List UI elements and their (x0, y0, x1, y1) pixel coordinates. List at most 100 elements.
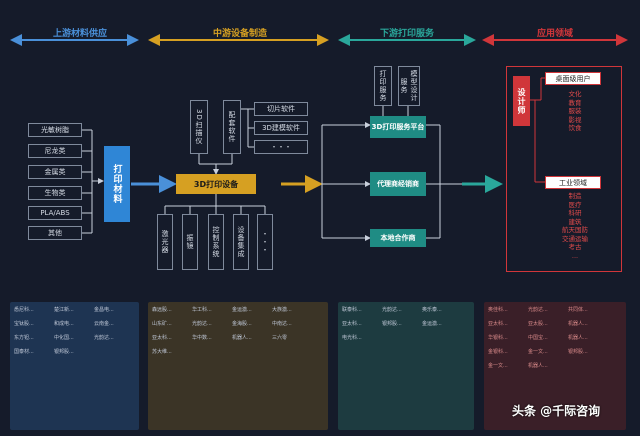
industrial-item: 制造 (568, 192, 582, 200)
company-item: 金昌电... (94, 307, 114, 313)
scanner-box: 3D扫描仪 (190, 100, 208, 154)
model-design-service-box: 模型设计服务 (398, 66, 420, 106)
company-item: 中南达... (272, 321, 292, 327)
company-item: 悉尼科... (14, 307, 34, 313)
industrial-item: 航天国防 (562, 226, 588, 234)
header-application: 应用领域 (536, 29, 573, 39)
company-item: 森远股... (152, 307, 172, 313)
midstream-companies-panel: 森远股... 华工科... 金运激... 大族激... 山东矿... 光韵达... 金海股… (148, 302, 328, 430)
industrial-item: 交通运输 (562, 234, 588, 243)
company-item: 共同体... (568, 307, 588, 313)
company-item: 银邦股... (568, 349, 588, 355)
company-item: 光韵达... (528, 307, 548, 313)
software-item: ・・・ (254, 140, 308, 154)
material-item: 金属类 (28, 165, 82, 179)
company-item: 联泰科... (342, 307, 362, 313)
component-item: 设备集成 (233, 214, 249, 270)
company-list: 奥佳科... 光韵达... 共同体... 亚太科... 亚太股... 机器人... 华银… (484, 302, 626, 378)
company-list: 森远股... 华工科... 金运激... 大族激... 山东矿... 光韵达... 金海股… (148, 302, 328, 364)
upstream-companies-panel: 悉尼科... 楚江新... 金昌电... 宝钛股... 和成电... 云南金... 东方… (10, 302, 139, 430)
company-item: 国泰材... (14, 349, 34, 355)
desktop-item: 服装 (568, 107, 582, 115)
company-item: 光韵达... (192, 321, 212, 327)
company-item: 宝钛股... (14, 321, 34, 327)
company-item: 东方钽... (14, 335, 34, 341)
downstream-companies-panel: 联泰科... 光韵达... 奥乐泰... 亚太科... 银邦股... 金运激... 电光… (338, 302, 474, 430)
company-item: 光韵达... (94, 335, 114, 341)
company-item: 亚太股... (528, 321, 548, 327)
industrial-items: 制造 医疗 科研 建筑 航天国防 交通运输 考古 ... (550, 192, 600, 260)
desktop-item: 教育 (568, 98, 582, 107)
industrial-item: 考古 (568, 243, 582, 251)
company-item: 华工科... (192, 307, 212, 313)
software-item: 切片软件 (254, 102, 308, 116)
component-item: 激光器 (157, 214, 173, 270)
header-downstream: 下游打印服务 (379, 29, 434, 39)
company-item: 亚太科... (152, 335, 172, 341)
company-item: 机器人... (568, 321, 588, 327)
company-item: 华银科... (488, 335, 508, 341)
company-item: 金一文... (488, 363, 508, 369)
watermark: 头条 @千际咨询 (512, 404, 601, 418)
company-item: 和成电... (54, 321, 74, 327)
industrial-box: 工业领域 (545, 176, 601, 189)
industrial-item: 医疗 (568, 200, 582, 209)
company-item: 金海股... (232, 321, 252, 327)
company-item: 大族激... (272, 307, 292, 313)
print-service-box: 打印服务 (374, 66, 392, 106)
component-item: ・・・ (257, 214, 273, 270)
component-item: 控制系统 (208, 214, 224, 270)
company-item: 机器人... (528, 363, 548, 369)
company-item: 金运激... (422, 321, 442, 327)
3d-printer-device-box: 3D打印设备 (176, 174, 256, 194)
desktop-items: 文化 教育 服装 影视 饮食 (555, 90, 595, 133)
agent-distributor-box: 代理商经销商 (370, 172, 426, 196)
company-item: 亚太科... (342, 321, 362, 327)
company-list: 悉尼科... 楚江新... 金昌电... 宝钛股... 和成电... 云南金... 东方… (10, 302, 139, 364)
desktop-item: 文化 (568, 90, 582, 98)
software-item: 3D建模软件 (254, 121, 308, 135)
company-item: 中国宝... (528, 335, 548, 341)
company-item: 三六零 (272, 335, 288, 341)
company-item: 金银科... (488, 349, 508, 355)
component-item: 振镜 (182, 214, 198, 270)
company-item: 光韵达... (382, 307, 402, 313)
desktop-item: 影视 (568, 115, 582, 124)
service-platform-box: 3D打印服务平台 (370, 116, 426, 138)
application-companies-panel: 奥佳科... 光韵达... 共同体... 亚太科... 亚太股... 机器人... 华银… (484, 302, 626, 430)
desktop-item: 饮食 (568, 124, 582, 132)
company-item: 银邦股... (54, 349, 74, 355)
header-upstream: 上游材料供应 (52, 29, 107, 39)
company-item: 楚江新... (54, 307, 74, 313)
material-item: PLA/ABS (28, 206, 82, 220)
application-frame (506, 66, 622, 272)
company-item: 奥佳科... (488, 307, 508, 313)
industrial-item: 科研 (568, 209, 582, 217)
company-item: 中化国... (54, 335, 74, 341)
company-item: 金运激... (232, 307, 252, 313)
company-item: 华中数... (192, 335, 212, 341)
company-item: 云南金... (94, 321, 114, 327)
material-item: 其他 (28, 226, 82, 240)
company-item: 奥乐泰... (422, 307, 442, 313)
industrial-item: 建筑 (568, 217, 582, 226)
company-item: 银邦股... (382, 321, 402, 327)
material-item: 尼龙类 (28, 144, 82, 158)
designer-box: 设计师 (513, 76, 530, 126)
company-item: 电光科... (342, 335, 362, 341)
local-partner-box: 本地合作商 (370, 229, 426, 247)
material-item: 生物类 (28, 186, 82, 200)
industrial-item: ... (571, 251, 579, 260)
desktop-user-box: 桌面级用户 (545, 72, 601, 85)
print-material-box: 打印材料 (104, 146, 130, 222)
header-midstream: 中游设备制造 (212, 29, 267, 39)
material-item: 光敏树脂 (28, 123, 82, 137)
company-item: 山东矿... (152, 321, 172, 327)
company-item: 机器人... (232, 335, 252, 341)
software-box: 配套软件 (223, 100, 241, 154)
company-item: 金一文... (528, 349, 548, 355)
company-item: 苏大维... (152, 349, 172, 355)
company-item: 机器人... (568, 335, 588, 341)
company-list: 联泰科... 光韵达... 奥乐泰... 亚太科... 银邦股... 金运激... 电光… (338, 302, 474, 350)
company-item: 亚太科... (488, 321, 508, 327)
